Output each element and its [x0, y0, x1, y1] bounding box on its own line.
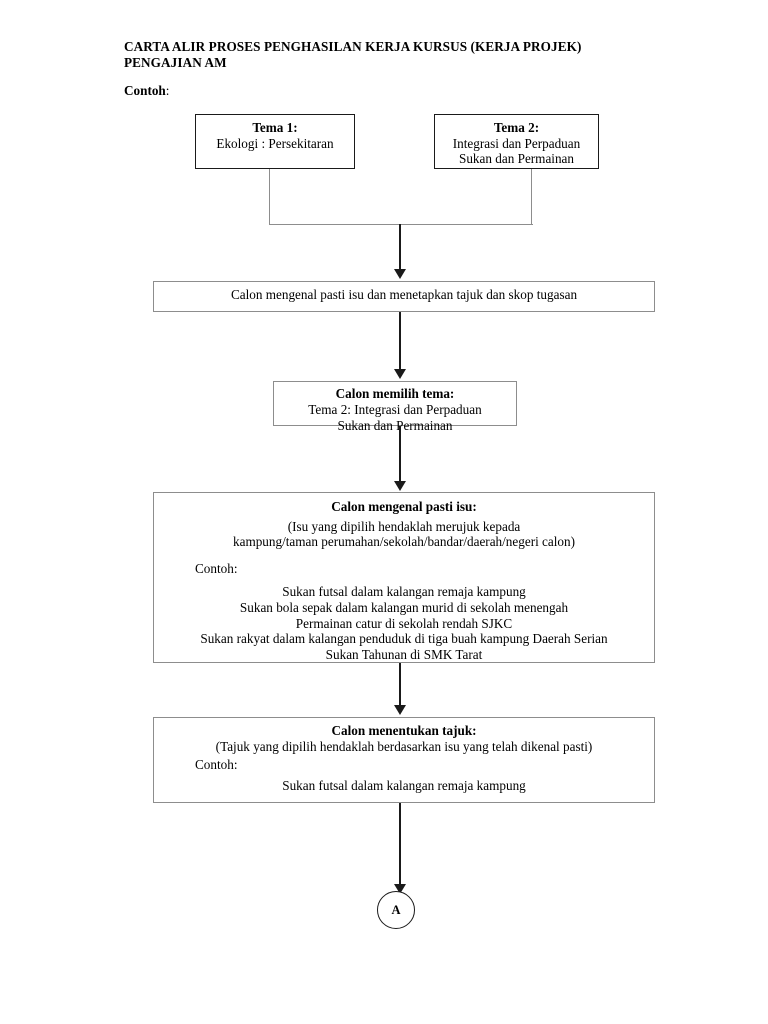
list-item: Sukan futsal dalam kalangan remaja kampu…	[282, 584, 526, 600]
step-2-line-2: Sukan dan Permainan	[337, 418, 453, 433]
step-4-example-label: Contoh:	[195, 757, 238, 773]
list-item: Permainan catur di sekolah rendah SJKC	[295, 615, 513, 631]
connector-step2-to-step3	[399, 426, 401, 483]
flow-box-step-4: Calon menentukan tajuk: (Tajuk yang dipi…	[153, 717, 655, 803]
tema-1-heading: Tema 1:	[252, 120, 298, 135]
connector-step3-to-step4	[399, 663, 401, 707]
list-item: Sukan futsal dalam kalangan remaja kampu…	[282, 777, 526, 793]
step-3-example-list: Sukan futsal dalam kalangan remaja kampu…	[162, 584, 646, 662]
arrow-head-to-step2	[394, 369, 406, 379]
arrow-head-to-step1	[394, 269, 406, 279]
tema-2-content: Tema 2: Integrasi dan Perpaduan	[435, 115, 598, 151]
step-4-sub-line-1: (Tajuk yang dipilih hendaklah berdasarka…	[215, 738, 593, 754]
flow-box-tema-2: Tema 2: Integrasi dan Perpaduan Sukan da…	[434, 114, 599, 169]
step-4-heading: Calon menentukan tajuk:	[331, 723, 477, 738]
step-3-example-label: Contoh:	[195, 560, 238, 576]
page-title-line1: CARTA ALIR PROSES PENGHASILAN KERJA KURS…	[124, 39, 582, 54]
step-3-sub-line-1: (Isu yang dipilih hendaklah merujuk kepa…	[287, 518, 521, 534]
list-item: Sukan rakyat dalam kalangan penduduk di …	[200, 631, 608, 647]
example-label: Contoh:	[124, 83, 169, 99]
tema-2-line-1: Integrasi dan Perpaduan	[452, 135, 581, 151]
step-3-content: Calon mengenal pasti isu: (Isu yang dipi…	[154, 493, 654, 662]
connector-circle-a-label: A	[391, 903, 401, 917]
list-item: Sukan bola sepak dalam kalangan murid di…	[239, 599, 569, 615]
step-1-text: Calon mengenal pasti isu dan menetapkan …	[230, 287, 578, 302]
connector-step1-to-step2	[399, 312, 401, 371]
tema-1-line-1: Ekologi : Persekitaran	[216, 135, 334, 151]
connector-step4-to-circle-a	[399, 803, 401, 886]
page-title: CARTA ALIR PROSES PENGHASILAN KERJA KURS…	[124, 39, 680, 70]
arrow-head-to-circle-a	[394, 884, 406, 894]
flow-box-step-1: Calon mengenal pasti isu dan menetapkan …	[153, 281, 655, 312]
step-4-example-list: Sukan futsal dalam kalangan remaja kampu…	[162, 778, 646, 794]
step-4-content: Calon menentukan tajuk: (Tajuk yang dipi…	[154, 718, 654, 793]
step-2-content: Calon memilih tema: Tema 2: Integrasi da…	[274, 382, 516, 417]
list-item: Sukan Tahunan di SMK Tarat	[325, 646, 483, 662]
example-label-colon: :	[165, 83, 170, 98]
flow-box-step-3: Calon mengenal pasti isu: (Isu yang dipi…	[153, 492, 655, 663]
step-2-heading: Calon memilih tema:	[335, 386, 455, 401]
step-1-content: Calon mengenal pasti isu dan menetapkan …	[154, 282, 654, 303]
tema-2-heading: Tema 2:	[493, 120, 540, 135]
flow-box-tema-1: Tema 1: Ekologi : Persekitaran	[195, 114, 355, 169]
step-2-line-1: Tema 2: Integrasi dan Perpaduan	[308, 401, 482, 417]
arrow-head-to-step3	[394, 481, 406, 491]
connector-merge-bar	[269, 224, 533, 226]
page-title-line2: PENGAJIAN AM	[124, 54, 227, 70]
step-3-heading: Calon mengenal pasti isu:	[331, 499, 477, 514]
tema-1-content: Tema 1: Ekologi : Persekitaran	[196, 115, 354, 151]
connector-merge-to-step1	[399, 224, 401, 271]
flow-box-step-2: Calon memilih tema: Tema 2: Integrasi da…	[273, 381, 517, 433]
connector-tema2-stem	[531, 169, 533, 225]
connector-circle-a: A	[377, 891, 415, 929]
arrow-head-to-step4	[394, 705, 406, 715]
example-label-text: Contoh	[124, 83, 166, 98]
tema-2-line-2: Sukan dan Permainan	[459, 151, 574, 166]
connector-tema1-stem	[269, 169, 271, 225]
step-3-sub-line-2: kampung/taman perumahan/sekolah/bandar/d…	[233, 534, 575, 550]
